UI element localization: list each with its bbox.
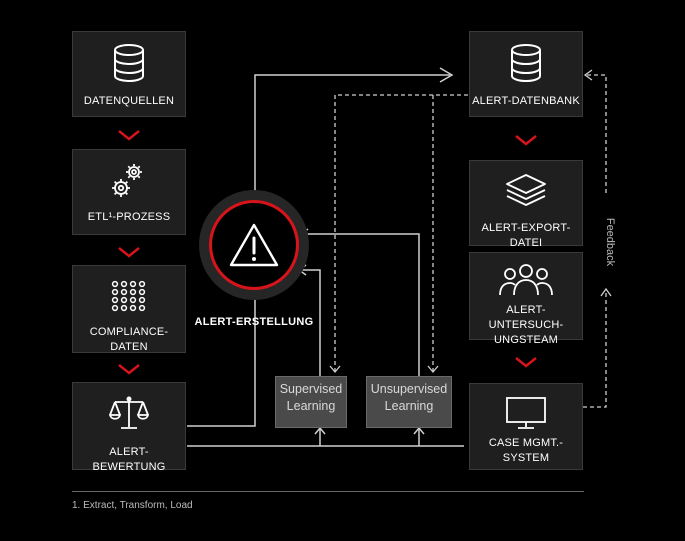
database-icon: [470, 44, 582, 82]
chevron-down-icon: [118, 364, 140, 375]
label-unsupervised-learning: Unsupervised Learning: [370, 382, 448, 413]
layers-icon: [470, 173, 582, 209]
feedback-label: Feedback: [604, 217, 616, 267]
warning-icon: [229, 223, 279, 267]
database-icon: [73, 44, 185, 82]
arrowhead-datenbank: [439, 67, 454, 83]
label-alert-erstellung: ALERT-ERSTELLUNG: [194, 316, 314, 328]
box-alert-datenbank: ALERT-DATENBANK: [469, 31, 583, 117]
label-supervised-learning: Supervised Learning: [279, 382, 343, 413]
connector-supervised-center: [300, 269, 321, 376]
label-case-mgmt-system: CASE MGMT.- SYSTEM: [488, 437, 564, 464]
connector-to-datenbank: [254, 74, 450, 194]
label-compliance-daten: COMPLIANCE- DATEN: [89, 326, 169, 353]
box-alert-untersuchungsteam: ALERT-UNTERSUCH- UNGSTEAM: [469, 252, 583, 346]
box-datenquellen: DATENQUELLEN: [72, 31, 186, 117]
box-case-mgmt-system: CASE MGMT.- SYSTEM: [469, 383, 583, 470]
dashed-datenbank-learning: [334, 94, 468, 372]
chevron-down-icon: [118, 247, 140, 258]
connector-unsupervised-center: [302, 233, 420, 376]
chevron-down-icon: [118, 130, 140, 141]
footnote-divider: [72, 491, 584, 492]
monitor-icon: [470, 396, 582, 430]
gears-icon: [73, 160, 185, 200]
connector-bewertung-center: [187, 292, 256, 427]
team-icon: [470, 263, 582, 297]
footnote: 1. Extract, Transform, Load: [72, 500, 193, 511]
label-alert-export-datei: ALERT-EXPORT-DATEI: [481, 222, 571, 249]
box-compliance-daten: COMPLIANCE- DATEN: [72, 265, 186, 353]
scales-icon: [73, 395, 185, 431]
label-alert-untersuchungsteam: ALERT-UNTERSUCH- UNGSTEAM: [488, 304, 564, 346]
alert-ring: [209, 200, 299, 290]
box-supervised-learning: Supervised Learning: [275, 376, 347, 428]
chevron-down-icon: [515, 357, 537, 368]
box-unsupervised-learning: Unsupervised Learning: [366, 376, 452, 428]
label-alert-datenbank: ALERT-DATENBANK: [472, 95, 580, 107]
label-etl-prozess: ETL¹-PROZESS: [87, 211, 171, 223]
label-datenquellen: DATENQUELLEN: [83, 95, 175, 107]
box-alert-export-datei: ALERT-EXPORT-DATEI: [469, 160, 583, 249]
label-alert-bewertung: ALERT-BEWERTUNG: [92, 446, 166, 473]
box-alert-bewertung: ALERT-BEWERTUNG: [72, 382, 186, 473]
chevron-down-icon: [515, 135, 537, 146]
dashed-feedback-loop: [583, 290, 607, 408]
dot-grid-icon: [73, 280, 185, 312]
box-etl-prozess: ETL¹-PROZESS: [72, 149, 186, 235]
